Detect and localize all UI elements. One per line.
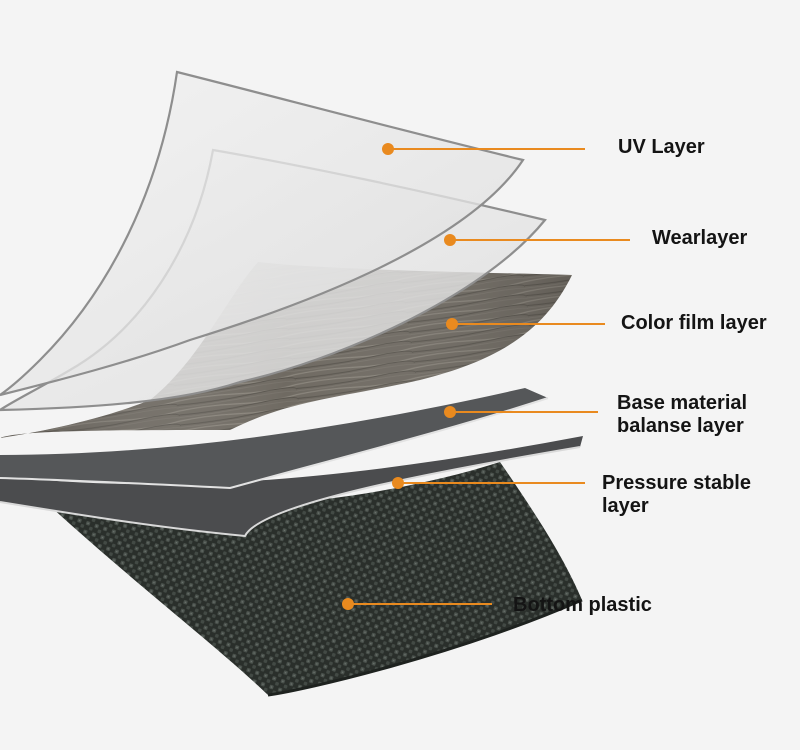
label-color-film-layer: Color film layer [621,312,767,335]
label-base-material: Base material balanse layer [617,392,747,438]
callout-dot-wear [444,234,456,246]
label-wearlayer: Wearlayer [652,227,747,250]
label-bottom-plastic: Bottom plastic [513,594,652,617]
pressure-stable-layer [0,436,583,536]
callout-dot-color [446,318,458,330]
label-pressure-stable: Pressure stable layer [602,472,751,518]
label-line: Bottom plastic [513,594,652,616]
base-material-layer [0,388,548,488]
label-line: Wearlayer [652,227,748,249]
label-line: UV Layer [618,136,705,158]
callout-leaders [342,143,630,610]
label-line: Pressure stable [602,472,751,494]
label-line: Color film layer [621,312,767,334]
callout-dot-base [444,406,456,418]
label-uv-layer: UV Layer [618,136,705,159]
label-line: layer [602,495,649,517]
label-line: Base material [617,392,748,414]
label-line: balanse layer [617,415,744,437]
callout-dot-bottom [342,598,354,610]
callout-dot-uv [382,143,394,155]
callout-dot-pressure [392,477,404,489]
